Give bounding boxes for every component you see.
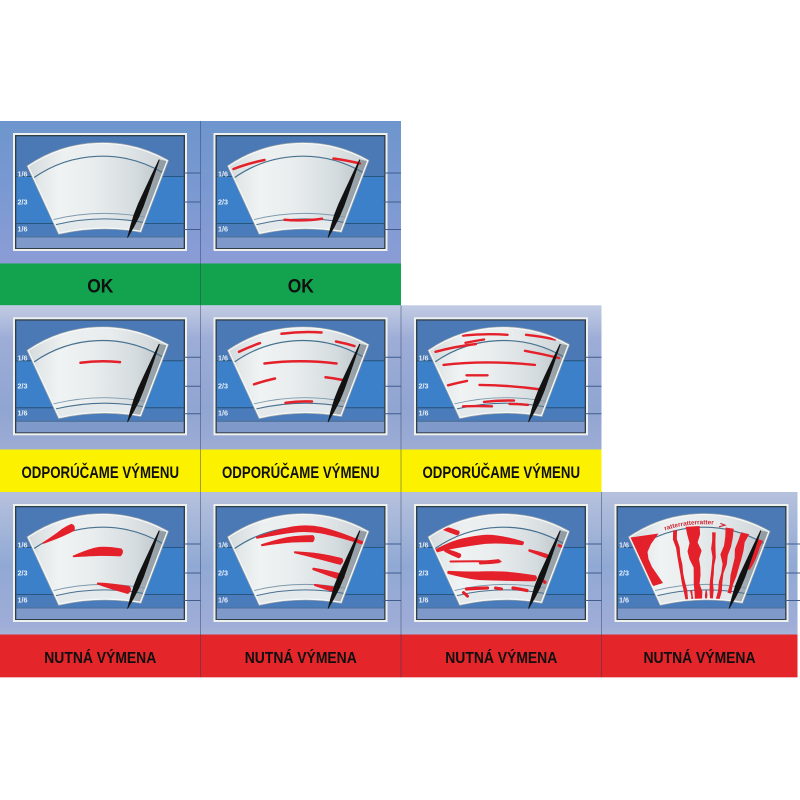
svg-text:OK: OK	[87, 275, 114, 297]
svg-text:ODPORÚČAME VÝMENU: ODPORÚČAME VÝMENU	[21, 462, 179, 482]
svg-text:NUTNÁ VÝMENA: NUTNÁ VÝMENA	[44, 648, 156, 667]
svg-text:NUTNÁ VÝMENA: NUTNÁ VÝMENA	[245, 648, 357, 667]
svg-text:NUTNÁ VÝMENA: NUTNÁ VÝMENA	[643, 648, 755, 667]
svg-text:ODPORÚČAME VÝMENU: ODPORÚČAME VÝMENU	[422, 462, 580, 482]
svg-text:OK: OK	[288, 275, 315, 297]
svg-text:NUTNÁ VÝMENA: NUTNÁ VÝMENA	[445, 648, 557, 667]
svg-text:ODPORÚČAME VÝMENU: ODPORÚČAME VÝMENU	[222, 462, 380, 482]
